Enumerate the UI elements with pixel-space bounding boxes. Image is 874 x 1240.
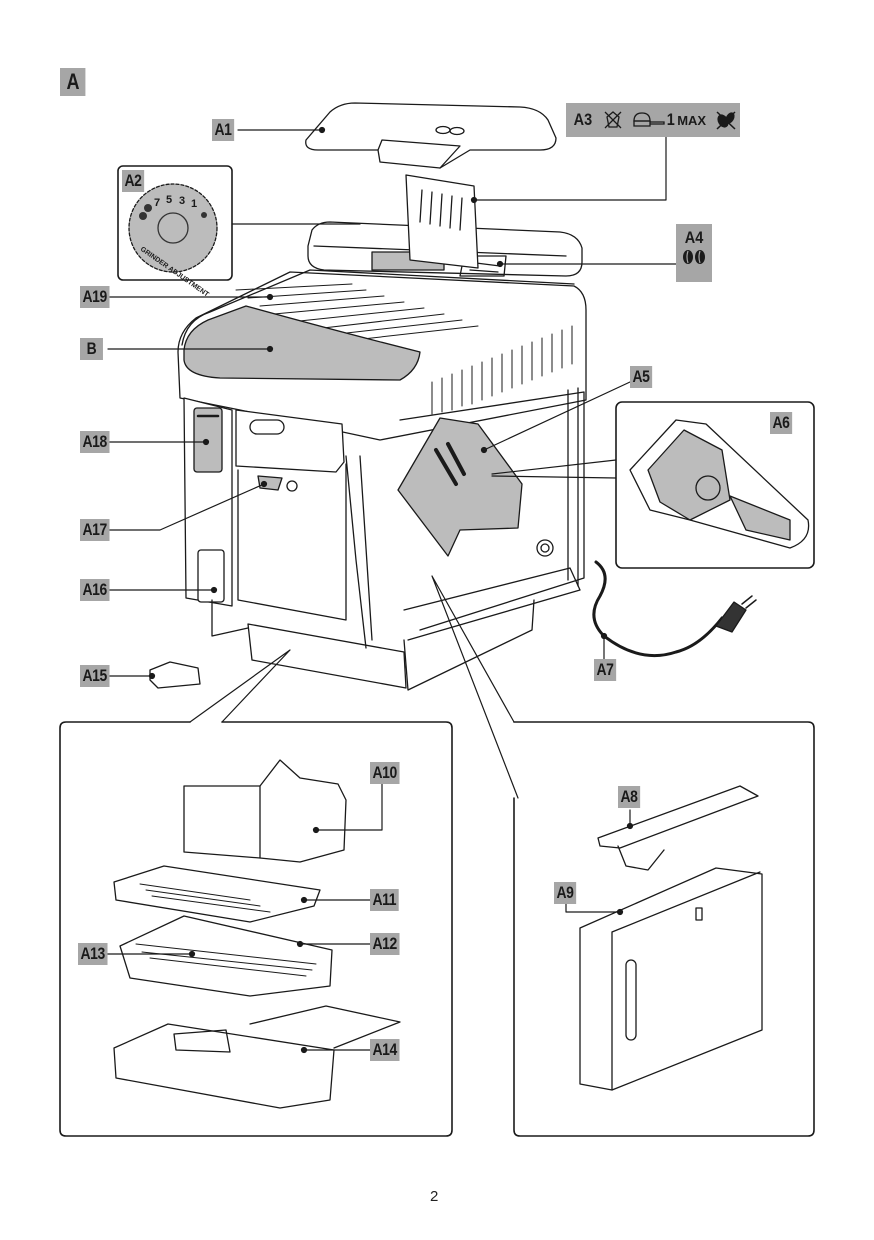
- callout-A12: A12: [370, 933, 400, 955]
- callout-A11: A11: [370, 889, 399, 911]
- section-label: A: [60, 68, 86, 96]
- callout-A1: A1: [212, 119, 234, 141]
- power-cord: [592, 560, 724, 658]
- dial-number-7: 7: [154, 197, 160, 209]
- callout-A17: A17: [80, 519, 110, 541]
- callout-A18: A18: [80, 431, 110, 453]
- callout-A14: A14: [370, 1039, 400, 1061]
- no-beans-icon: [716, 111, 736, 130]
- no-ground-coffee-icon: [604, 111, 622, 129]
- callout-A13: A13: [78, 943, 108, 965]
- callout-A4-box: A4: [676, 224, 712, 282]
- callout-A6: A6: [770, 412, 792, 434]
- measuring-scoop-icon: [633, 112, 665, 127]
- callout-B: B: [80, 338, 103, 360]
- callout-A3-box: A3 1 MAX: [566, 103, 740, 137]
- scoop-count: 1: [666, 110, 675, 129]
- callout-A19: A19: [80, 286, 110, 308]
- dial-number-1: 1: [191, 198, 197, 210]
- drip-tray-leaders: [105, 783, 383, 1054]
- callout-A7: A7: [594, 659, 616, 681]
- callout-A3: A3: [573, 110, 593, 129]
- water-tank-inset: [513, 721, 815, 1137]
- coffee-beans-icon: [683, 250, 705, 264]
- callout-A4: A4: [684, 228, 704, 247]
- callout-A5: A5: [630, 366, 652, 388]
- dial-number-5: 5: [166, 194, 172, 206]
- bean-hopper: [307, 174, 583, 277]
- plug-icon: [715, 601, 747, 633]
- brew-unit-inset: [615, 401, 815, 569]
- bean-container-lid: [305, 102, 557, 169]
- callout-A15: A15: [80, 665, 110, 687]
- callout-A10: A10: [370, 762, 400, 784]
- leader-lines: [107, 126, 677, 799]
- scoop-max: MAX: [677, 112, 707, 128]
- cappuccino-nozzle-part: [149, 661, 201, 689]
- grinder-dial-inset: [117, 165, 233, 281]
- machine-body: [177, 269, 587, 691]
- callout-A2: A2: [122, 170, 144, 192]
- page-number: 2: [430, 1188, 439, 1205]
- dial-number-3: 3: [179, 195, 185, 207]
- drip-tray-inset: [59, 721, 453, 1137]
- water-tank-leaders: [565, 809, 634, 916]
- callout-A16: A16: [80, 579, 110, 601]
- callout-A9: A9: [554, 882, 576, 904]
- callout-A8: A8: [618, 786, 640, 808]
